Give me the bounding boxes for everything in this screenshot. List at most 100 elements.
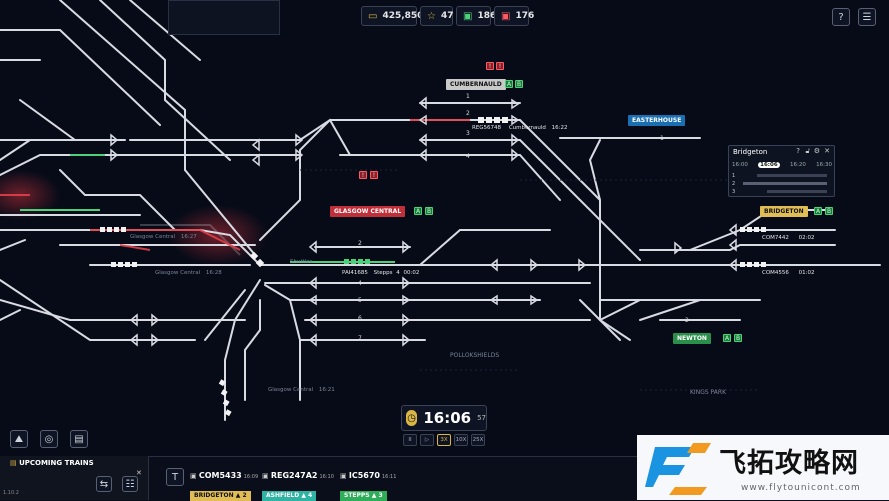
panel-title: Bridgeton: [733, 148, 768, 156]
train-id: COM5433: [198, 471, 242, 480]
timeline-bar-1: [757, 174, 827, 177]
clock-time: 16:06: [423, 409, 472, 427]
glasgow-central-platform-a[interactable]: A: [414, 207, 422, 215]
train-station-badge: STEPPS ▲ 3: [340, 491, 387, 501]
play-button[interactable]: ▷: [420, 434, 434, 446]
station-kings-park[interactable]: KINGS PARK: [690, 389, 726, 396]
speed-3x-button[interactable]: 3X: [437, 434, 451, 446]
pause-button[interactable]: II: [403, 434, 417, 446]
train-label-pai41685[interactable]: PAI41685 Stepps 4 00:02: [342, 270, 419, 276]
cumbernauld-alert-2[interactable]: !: [496, 62, 504, 70]
train-icon: ▣: [190, 472, 199, 480]
newton-platform-a[interactable]: A: [723, 334, 731, 342]
train-time: 00:02: [403, 270, 420, 276]
station-pollokshields[interactable]: POLLOKSHIELDS: [450, 352, 500, 359]
money-value: 425,850: [382, 11, 424, 21]
map-label-gc3[interactable]: Glasgow Central 16:21: [268, 387, 335, 393]
menu-button[interactable]: ☰: [858, 8, 876, 26]
late-value: 176: [515, 11, 535, 21]
train-label-com4556[interactable]: COM4556 01:02: [762, 270, 815, 276]
panel-rows: 1 2 3: [732, 172, 735, 196]
bridgeton-platform-b[interactable]: B: [825, 207, 833, 215]
watermark-url: www.flytounicont.com: [741, 483, 861, 493]
speed-25x-button[interactable]: 25X: [471, 434, 485, 446]
train-time: 16:11: [381, 474, 397, 480]
upcoming-settings-button[interactable]: ☷: [122, 476, 138, 492]
star-icon: ☆: [427, 10, 436, 22]
train-label-com7442[interactable]: COM7442 02:02: [762, 235, 815, 241]
gc3-time: 16:21: [318, 387, 335, 393]
notes-tool-button[interactable]: ▤: [70, 430, 88, 448]
timetable-tool-button[interactable]: ◎: [40, 430, 58, 448]
newton-platform-b[interactable]: B: [734, 334, 742, 342]
map-label-shuttle[interactable]: Shuttles: [290, 259, 313, 265]
panel-lock-icon[interactable]: 🔓︎: [805, 147, 810, 155]
gc1-time: 16:27: [180, 234, 197, 240]
train-time: 16:09: [243, 474, 259, 480]
svg-text:1: 1: [660, 135, 664, 142]
map-label-gc1[interactable]: Glasgow Central 16:27: [130, 234, 197, 240]
top-left-mini-panel: [168, 0, 280, 35]
watermark: 飞拓攻略网 www.flytounicont.com: [637, 435, 889, 500]
upcoming-filter-button[interactable]: ⇆: [96, 476, 112, 492]
svg-text:2: 2: [358, 240, 362, 247]
station-cumbernauld[interactable]: CUMBERNAULD: [446, 79, 506, 90]
watermark-logo: [645, 443, 711, 495]
ontime-trains-counter: ▣ 186: [456, 6, 496, 26]
train-id: COM4556: [762, 270, 789, 276]
clock-icon: ◷: [406, 410, 418, 426]
svg-text:2: 2: [685, 317, 689, 324]
clock-seconds: 57: [477, 414, 486, 422]
train-id: REG247A2: [270, 471, 318, 480]
money-icon: ▭: [368, 10, 378, 22]
svg-text:1: 1: [466, 93, 470, 100]
platform-number: 3: [378, 492, 383, 499]
glasgow-central-alert-2[interactable]: !: [370, 171, 378, 179]
train-id: COM7442: [762, 235, 789, 241]
bridgeton-platform-a[interactable]: A: [814, 207, 822, 215]
cumbernauld-platform-b[interactable]: B: [515, 80, 523, 88]
stars-counter: ☆ 47: [420, 6, 454, 26]
station-easterhouse[interactable]: EASTERHOUSE: [628, 115, 686, 126]
gc3-dest: Glasgow Central: [268, 387, 314, 393]
train-type-button[interactable]: T: [166, 468, 184, 486]
time-1: 16:06: [758, 162, 780, 168]
station-name: ASHFIELD: [266, 492, 300, 499]
gc2-time: 16:28: [205, 270, 222, 276]
watermark-name: 飞拓攻略网: [719, 448, 859, 479]
timeline-bar-3: [767, 190, 827, 193]
svg-text:2: 2: [466, 110, 470, 117]
station-newton[interactable]: NEWTON: [673, 333, 711, 344]
train-icon: ▣: [262, 472, 271, 480]
upcoming-trains-panel[interactable]: ▤ UPCOMING TRAINS ⇆ ☷ ✕: [0, 456, 149, 500]
station-name: STEPPS: [344, 492, 370, 499]
panel-close-icon[interactable]: ✕: [824, 147, 830, 155]
train-time: 16:10: [319, 474, 334, 480]
bridgeton-timetable-panel[interactable]: Bridgeton ✕ ⚙ 🔓︎ ? 16:00 16:06 16:20 16:…: [728, 145, 835, 197]
gc2-dest: Glasgow Central: [155, 270, 201, 276]
panel-settings-icon[interactable]: ⚙: [813, 147, 820, 155]
map-label-gc2[interactable]: Glasgow Central 16:28: [155, 270, 222, 276]
svg-text:4: 4: [466, 153, 470, 160]
glasgow-central-alert-1[interactable]: !: [359, 171, 367, 179]
speed-10x-button[interactable]: 10X: [454, 434, 468, 446]
help-button[interactable]: ?: [832, 8, 850, 26]
station-glasgow-central[interactable]: GLASGOW CENTRAL: [330, 206, 406, 217]
panel-help-icon[interactable]: ?: [796, 147, 800, 155]
cumbernauld-alert-1[interactable]: !: [486, 62, 494, 70]
cumbernauld-platform-a[interactable]: A: [505, 80, 513, 88]
svg-text:5: 5: [358, 297, 362, 304]
platform-number: 4: [308, 492, 313, 499]
train-label-reg56748[interactable]: REG56748 Cumbernauld 16:22: [472, 125, 568, 131]
station-bridgeton[interactable]: BRIDGETON: [760, 206, 808, 217]
upcoming-icon: ▤: [10, 459, 20, 467]
glasgow-central-platform-b[interactable]: B: [425, 207, 433, 215]
map-tool-button[interactable]: ⛰: [10, 430, 28, 448]
row-3: 3: [732, 189, 736, 195]
upcoming-close-icon[interactable]: ✕: [136, 469, 142, 477]
